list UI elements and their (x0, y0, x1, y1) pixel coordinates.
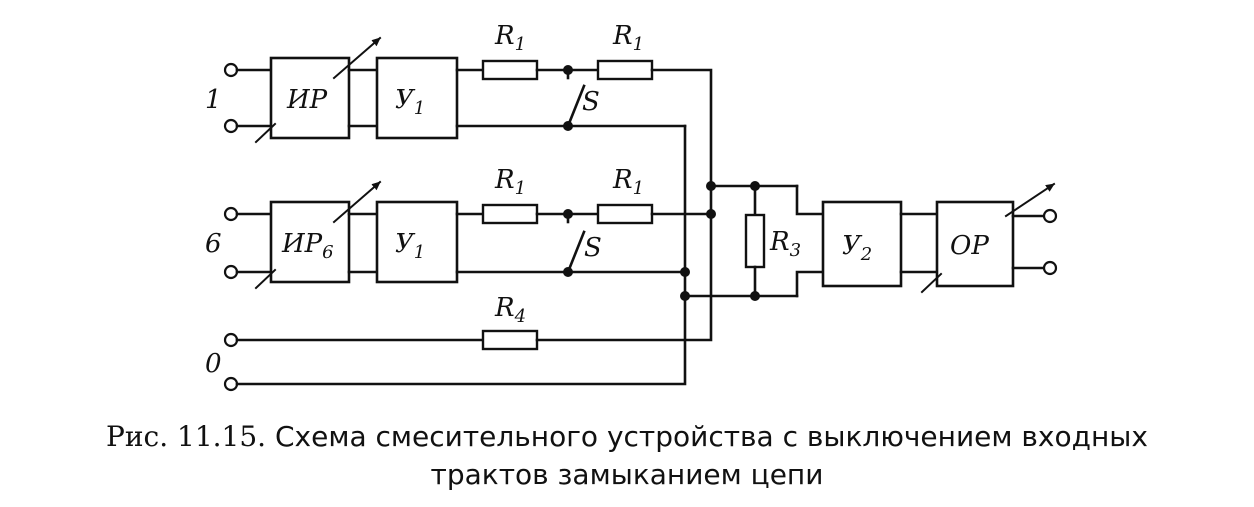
switch-s-1-label: S (582, 87, 600, 117)
r3-label: R3 (769, 227, 801, 261)
r1-6a-label: R1 (494, 165, 526, 199)
u2-block-label: У2 (842, 231, 872, 265)
input-6-terminal-top (223, 206, 239, 222)
ir6-block (269, 200, 351, 284)
ir-block-1-adjust-tick (254, 122, 277, 144)
ir-block-1-label: ИР (286, 85, 328, 115)
switch-s-6 (566, 230, 586, 274)
node-return-6 (680, 267, 690, 277)
caption-text-1: Схема смесительного устройства с выключе… (274, 420, 1148, 453)
output-terminal-bottom (1042, 260, 1058, 276)
node-return-low (680, 291, 690, 301)
switch-s-1 (566, 84, 586, 128)
input-1-label: 1 (205, 85, 222, 115)
ir-block-1 (269, 56, 351, 140)
r4-label: R4 (494, 293, 526, 327)
r1-1b-label: R1 (612, 21, 644, 55)
u1-block-1 (375, 56, 459, 140)
input-1-terminal-top (223, 62, 239, 78)
channel-6: 6 ИР6 У1 R1 R1 S (205, 165, 716, 290)
r1-6b-label: R1 (612, 165, 644, 199)
u1-block-1-label: У1 (395, 85, 425, 119)
caption-number: Рис. 11.15. (106, 420, 267, 453)
ir-block-1-adjust-arrow (332, 36, 382, 80)
input-0-terminal-bottom (223, 376, 239, 392)
r1-1a-label: R1 (494, 21, 526, 55)
input-0-label: 0 (205, 349, 222, 379)
input-1-terminal-bottom (223, 118, 239, 134)
ir6-block-label: ИР6 (281, 229, 334, 263)
mixer-schematic: 1 ИР У1 R1 R1 S 6 ИР6 (205, 21, 1058, 392)
op-block-adjust-arrow (1004, 182, 1056, 218)
input-6-terminal-bottom (223, 264, 239, 280)
u1-block-6 (375, 200, 459, 284)
node-sum-top (706, 181, 716, 191)
caption-line-1: Рис. 11.15. Схема смесительного устройст… (0, 418, 1254, 456)
r1-resistor-6b (596, 203, 654, 225)
ir6-block-adjust-tick (254, 268, 277, 290)
channel-0: 0 R4 (205, 212, 713, 392)
r3-resistor (744, 213, 766, 269)
input-0-terminal-top (223, 332, 239, 348)
u1-block-6-label: У1 (395, 229, 425, 263)
channel-1: 1 ИР У1 R1 R1 S (205, 21, 713, 298)
op-block (935, 200, 1015, 288)
op-block-adjust-tick (920, 272, 943, 294)
r1-resistor-1b (596, 59, 654, 81)
u2-block (821, 200, 903, 288)
caption-line-2: трактов замыканием цепи (430, 458, 824, 491)
switch-s-6-label: S (584, 233, 602, 263)
summing-section: R3 У2 ОР (680, 181, 1058, 301)
r4-resistor (481, 329, 539, 351)
ir6-block-adjust-arrow (332, 180, 382, 224)
r1-resistor-6a (481, 203, 539, 225)
r1-resistor-1a (481, 59, 539, 81)
input-6-label: 6 (205, 229, 222, 259)
output-terminal-top (1042, 208, 1058, 224)
figure-caption: Рис. 11.15. Схема смесительного устройст… (0, 418, 1254, 494)
op-block-label: ОР (950, 231, 989, 261)
